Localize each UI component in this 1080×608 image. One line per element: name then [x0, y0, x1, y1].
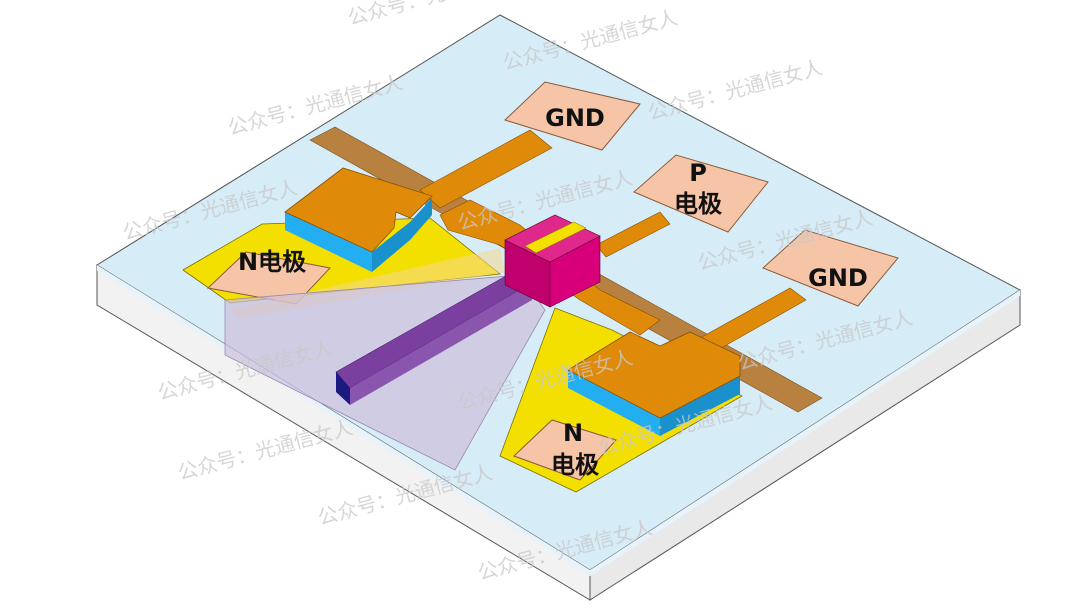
gnd-top-label: GND: [545, 104, 605, 132]
n-left-label: N电极: [238, 248, 306, 276]
p-trace: [595, 211, 671, 258]
p-label-line1: P: [689, 159, 707, 187]
watermark: 公众号：光通信女人: [175, 415, 355, 485]
left-metal-block: [284, 167, 433, 253]
waveguide-end: [336, 372, 350, 405]
right-n-pad: [513, 419, 617, 481]
watermark: 公众号：光通信女人: [645, 55, 825, 125]
right-blue-layer-side: [660, 376, 740, 436]
laser-top-strip: [524, 221, 587, 254]
gnd-top-trace: [419, 129, 553, 209]
gnd-right-label: GND: [808, 264, 868, 292]
left-blue-layer-side: [372, 198, 432, 272]
gnd-right-pad: [762, 229, 899, 307]
left-blue-layer: [285, 212, 372, 272]
n-right-label-line2: 电极: [551, 451, 599, 479]
p-label-line2: 电极: [674, 190, 722, 218]
waveguide-bar-face: [350, 283, 532, 405]
right-blue-layer: [568, 370, 660, 436]
p-pad: [633, 154, 769, 233]
right-metal-block: [567, 331, 741, 419]
n-right-label-line1: N: [563, 419, 583, 447]
gnd-top-pad: [504, 81, 641, 151]
